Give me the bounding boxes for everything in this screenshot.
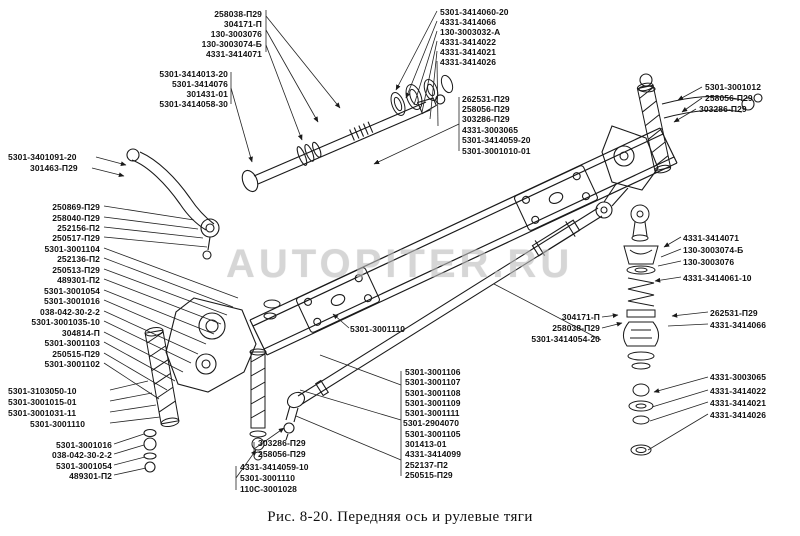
part-number-label: 252137-П2 bbox=[405, 460, 448, 470]
part-number-label: 5301-3001110 bbox=[240, 473, 296, 483]
part-number-label: 110С-3001028 bbox=[240, 484, 297, 494]
part-number-label: 4331-3414021 bbox=[710, 398, 767, 408]
left-spring-pad bbox=[295, 267, 381, 333]
part-number-label: 250515-П29 bbox=[405, 470, 453, 480]
part-number-label: 250517-П29 bbox=[52, 233, 100, 243]
part-number-label: 258038-П29 bbox=[552, 323, 600, 333]
part-number-label: 301431-01 bbox=[186, 89, 228, 99]
part-number-label: 5301-3001054 bbox=[55, 461, 112, 471]
part-number-label: 303286-П29 bbox=[462, 114, 510, 124]
part-number-label: 301413-01 bbox=[405, 439, 447, 449]
part-number-label: 5301-3001107 bbox=[405, 377, 461, 387]
part-number-label: 5301-3001016 bbox=[55, 440, 112, 450]
tie-rod bbox=[283, 207, 603, 441]
part-number-label: 4331-3414099 bbox=[405, 449, 462, 459]
part-number-label: 262531-П29 bbox=[462, 94, 510, 104]
part-number-label: 130-3003074-Б bbox=[683, 245, 744, 255]
part-number-label: 262531-П29 bbox=[710, 308, 758, 318]
part-number-label: 5301-3001010-01 bbox=[462, 146, 531, 156]
part-number-label: 5301-3001012 bbox=[705, 82, 762, 92]
part-number-label: 5301-3001054 bbox=[43, 286, 100, 296]
part-number-label: 5301-3001016 bbox=[43, 296, 100, 306]
part-number-label: 5301-3103050-10 bbox=[8, 386, 77, 396]
part-number-label: 5301-3414060-20 bbox=[440, 7, 509, 17]
part-number-label: 252156-П2 bbox=[57, 223, 100, 233]
part-number-label: 258038-П29 bbox=[214, 9, 262, 19]
part-number-label: 5301-3001102 bbox=[44, 359, 100, 369]
part-number-label: 5301-3001015-01 bbox=[8, 397, 77, 407]
part-number-label: 4331-3003065 bbox=[462, 125, 519, 135]
part-number-label: 5301-3414054-20 bbox=[531, 334, 600, 344]
part-number-label: 489301-П2 bbox=[57, 275, 100, 285]
part-number-label: 301463-П29 bbox=[30, 163, 78, 173]
part-number-label: 4331-3414022 bbox=[440, 37, 497, 47]
part-number-label: 252136-П2 bbox=[57, 254, 100, 264]
part-number-label: 4331-3414026 bbox=[710, 410, 767, 420]
part-number-label: 258056-П29 bbox=[462, 104, 510, 114]
part-number-label: 038-042-30-2-2 bbox=[40, 307, 100, 317]
part-number-label: 250515-П29 bbox=[52, 349, 100, 359]
part-number-label: 4331-3414061-10 bbox=[683, 273, 752, 283]
part-number-label: 304171-П bbox=[223, 19, 262, 29]
part-number-label: 5301-3001031-11 bbox=[8, 408, 77, 418]
part-number-label: 4331-3414059-10 bbox=[240, 462, 309, 472]
part-number-label: 5301-3001109 bbox=[405, 398, 461, 408]
left-steering-knuckle bbox=[143, 297, 257, 473]
part-number-label: 5301-3001106 bbox=[405, 367, 461, 377]
part-number-label: 5301-3414058-30 bbox=[159, 99, 228, 109]
part-number-label: 130-3003032-А bbox=[440, 27, 501, 37]
part-number-label: 489301-П2 bbox=[69, 471, 112, 481]
part-number-label: 304171-П bbox=[561, 312, 600, 322]
part-number-label: 130-3003076 bbox=[683, 257, 735, 267]
part-number-label: 5301-3401091-20 bbox=[8, 152, 77, 162]
center-kingpin bbox=[249, 299, 281, 461]
part-number-label: 258056-П29 bbox=[705, 93, 753, 103]
part-number-label: 5301-3001110 bbox=[350, 324, 406, 334]
part-number-label: 130-3003076 bbox=[210, 29, 262, 39]
part-number-label: 5301-3001108 bbox=[405, 388, 461, 398]
part-number-label: 250513-П29 bbox=[52, 265, 100, 275]
part-number-label: 4331-3414071 bbox=[683, 233, 740, 243]
watermark: AUTOPITER.RU bbox=[226, 242, 574, 286]
leader-lines bbox=[91, 10, 709, 490]
part-number-label: 038-042-30-2-2 bbox=[52, 450, 112, 460]
part-number-label: 4331-3003065 bbox=[710, 372, 767, 382]
part-number-label: 258040-П29 bbox=[52, 213, 100, 223]
part-number-label: 5301-3001103 bbox=[44, 338, 100, 348]
part-number-label: 4331-3414021 bbox=[440, 47, 497, 57]
part-number-label: 4331-3414071 bbox=[205, 49, 262, 59]
part-number-label: 4331-3414026 bbox=[440, 57, 497, 67]
part-number-label: 5301-3001035-10 bbox=[31, 317, 100, 327]
right-spring-pad bbox=[513, 165, 599, 231]
right-steering-knuckle bbox=[595, 73, 763, 219]
part-number-label: 4331-3414022 bbox=[710, 386, 767, 396]
part-number-label: 5301-3414076 bbox=[171, 79, 228, 89]
part-number-label: 4331-3414066 bbox=[710, 320, 767, 330]
part-number-label: 303286-П29 bbox=[699, 104, 747, 114]
part-number-label: 5301-3414059-20 bbox=[462, 135, 531, 145]
steering-arm bbox=[126, 148, 220, 260]
figure-caption: Рис. 8-20. Передняя ось и рулевые тяги bbox=[267, 509, 533, 525]
tie-rod-end-column bbox=[623, 204, 659, 456]
right-kingpin bbox=[636, 82, 672, 174]
part-number-label: 5301-3001104 bbox=[44, 244, 100, 254]
part-number-label: 258056-П29 bbox=[258, 449, 306, 459]
part-number-label: 5301-3001111 bbox=[405, 408, 460, 418]
part-number-label: 130-3003074-Б bbox=[201, 39, 262, 49]
part-number-label: 5301-3414013-20 bbox=[159, 69, 228, 79]
part-number-label: 303286-П29 bbox=[258, 438, 306, 448]
part-number-label: 5301-2904070 bbox=[403, 418, 460, 428]
part-number-label: 250869-П29 bbox=[52, 202, 100, 212]
left-kingpin bbox=[144, 326, 180, 428]
part-number-label: 5301-3001110 bbox=[30, 419, 86, 429]
part-number-label: 4331-3414066 bbox=[440, 17, 497, 27]
part-number-label: 5301-3001105 bbox=[405, 429, 461, 439]
part-number-label: 304814-П bbox=[61, 328, 100, 338]
